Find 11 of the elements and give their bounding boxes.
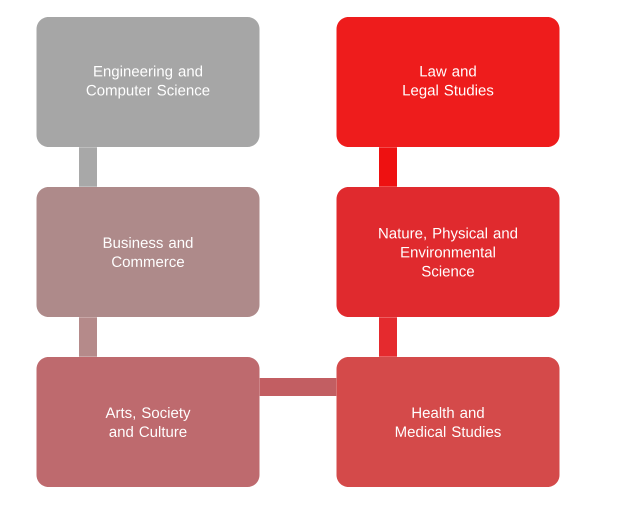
connector <box>79 317 97 357</box>
subject-box: Law and Legal Studies <box>336 17 560 147</box>
connector <box>379 147 397 187</box>
connector <box>260 378 336 396</box>
subject-box: Arts, Society and Culture <box>36 356 260 487</box>
subject-box: Health and Medical Studies <box>336 356 560 487</box>
subject-box: Engineering and Computer Science <box>36 17 260 147</box>
subject-box: Nature, Physical and Environmental Science <box>336 187 560 317</box>
connector <box>79 147 97 187</box>
connector <box>379 317 397 357</box>
subject-box: Business and Commerce <box>36 187 260 317</box>
